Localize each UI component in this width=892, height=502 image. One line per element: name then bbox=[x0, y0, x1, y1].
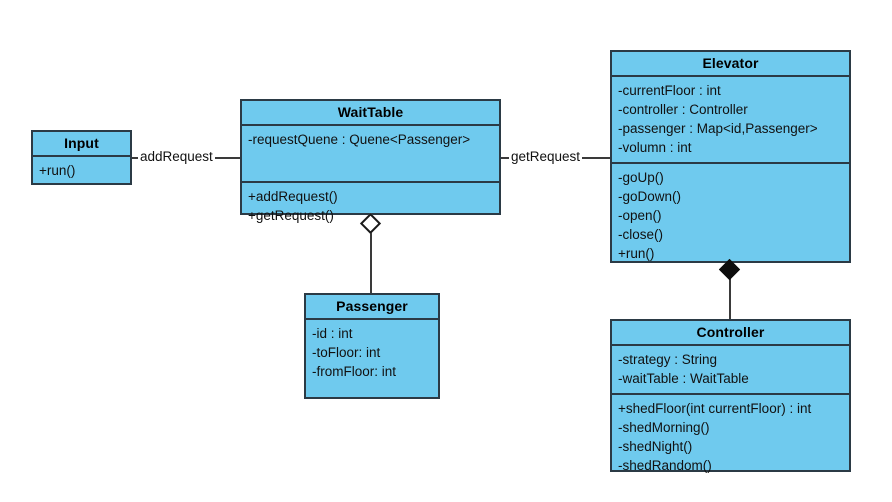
class-member-row: -open() bbox=[618, 208, 662, 223]
class-title-waittable: WaitTable bbox=[242, 101, 499, 126]
class-attributes-controller: -strategy : String -waitTable : WaitTabl… bbox=[612, 346, 849, 395]
class-box-input[interactable]: Input +run() bbox=[31, 130, 132, 185]
class-methods-controller: +shedFloor(int currentFloor) : int -shed… bbox=[612, 395, 849, 480]
class-member-row: -passenger : Map<id,Passenger> bbox=[618, 121, 818, 136]
class-member-row: +shedFloor(int currentFloor) : int bbox=[618, 401, 812, 416]
class-member-row: -waitTable : WaitTable bbox=[618, 371, 749, 386]
class-member-row: +getRequest() bbox=[248, 208, 334, 223]
class-member-row: -shedRandom() bbox=[618, 458, 712, 473]
class-methods-input: +run() bbox=[33, 157, 130, 185]
edge-label-get-request: getRequest bbox=[509, 149, 583, 164]
class-member-row: -toFloor: int bbox=[312, 345, 381, 360]
class-attributes-passenger: -id : int -toFloor: int -fromFloor: int bbox=[306, 320, 438, 386]
class-title-controller: Controller bbox=[612, 321, 849, 346]
class-member-row: -shedNight() bbox=[618, 439, 693, 454]
class-box-passenger[interactable]: Passenger -id : int -toFloor: int -fromF… bbox=[304, 293, 440, 399]
connector-waittable-passenger bbox=[370, 215, 372, 294]
class-member-row: -controller : Controller bbox=[618, 102, 748, 117]
class-title-passenger: Passenger bbox=[306, 295, 438, 320]
class-box-elevator[interactable]: Elevator -currentFloor : int -controller… bbox=[610, 50, 851, 263]
connector-elevator-controller bbox=[729, 263, 731, 319]
class-member-row: -strategy : String bbox=[618, 352, 718, 367]
class-member-row: -id : int bbox=[312, 326, 353, 341]
class-member-row: +run() bbox=[39, 163, 76, 178]
class-attributes-elevator: -currentFloor : int -controller : Contro… bbox=[612, 77, 849, 164]
class-title-elevator: Elevator bbox=[612, 52, 849, 77]
class-member-row: +addRequest() bbox=[248, 189, 338, 204]
class-box-waittable[interactable]: WaitTable -requestQuene : Quene<Passenge… bbox=[240, 99, 501, 223]
class-member-row: -goUp() bbox=[618, 170, 664, 185]
class-member-row: -goDown() bbox=[618, 189, 682, 204]
class-member-row: -requestQuene : Quene<Passenger> bbox=[248, 132, 471, 147]
class-member-row: -shedMorning() bbox=[618, 420, 710, 435]
class-methods-elevator: -goUp() -goDown() -open() -close() +run(… bbox=[612, 164, 849, 268]
class-member-row: -volumn : int bbox=[618, 140, 692, 155]
edge-label-add-request: addRequest bbox=[138, 149, 215, 164]
class-attributes-waittable: -requestQuene : Quene<Passenger> bbox=[242, 126, 499, 183]
class-methods-waittable: +addRequest() +getRequest() bbox=[242, 183, 499, 230]
class-member-row: -fromFloor: int bbox=[312, 364, 397, 379]
class-title-input: Input bbox=[33, 132, 130, 157]
class-member-row: -close() bbox=[618, 227, 664, 242]
class-box-controller[interactable]: Controller -strategy : String -waitTable… bbox=[610, 319, 851, 473]
class-member-row: +run() bbox=[618, 246, 655, 261]
class-member-row: -currentFloor : int bbox=[618, 83, 721, 98]
